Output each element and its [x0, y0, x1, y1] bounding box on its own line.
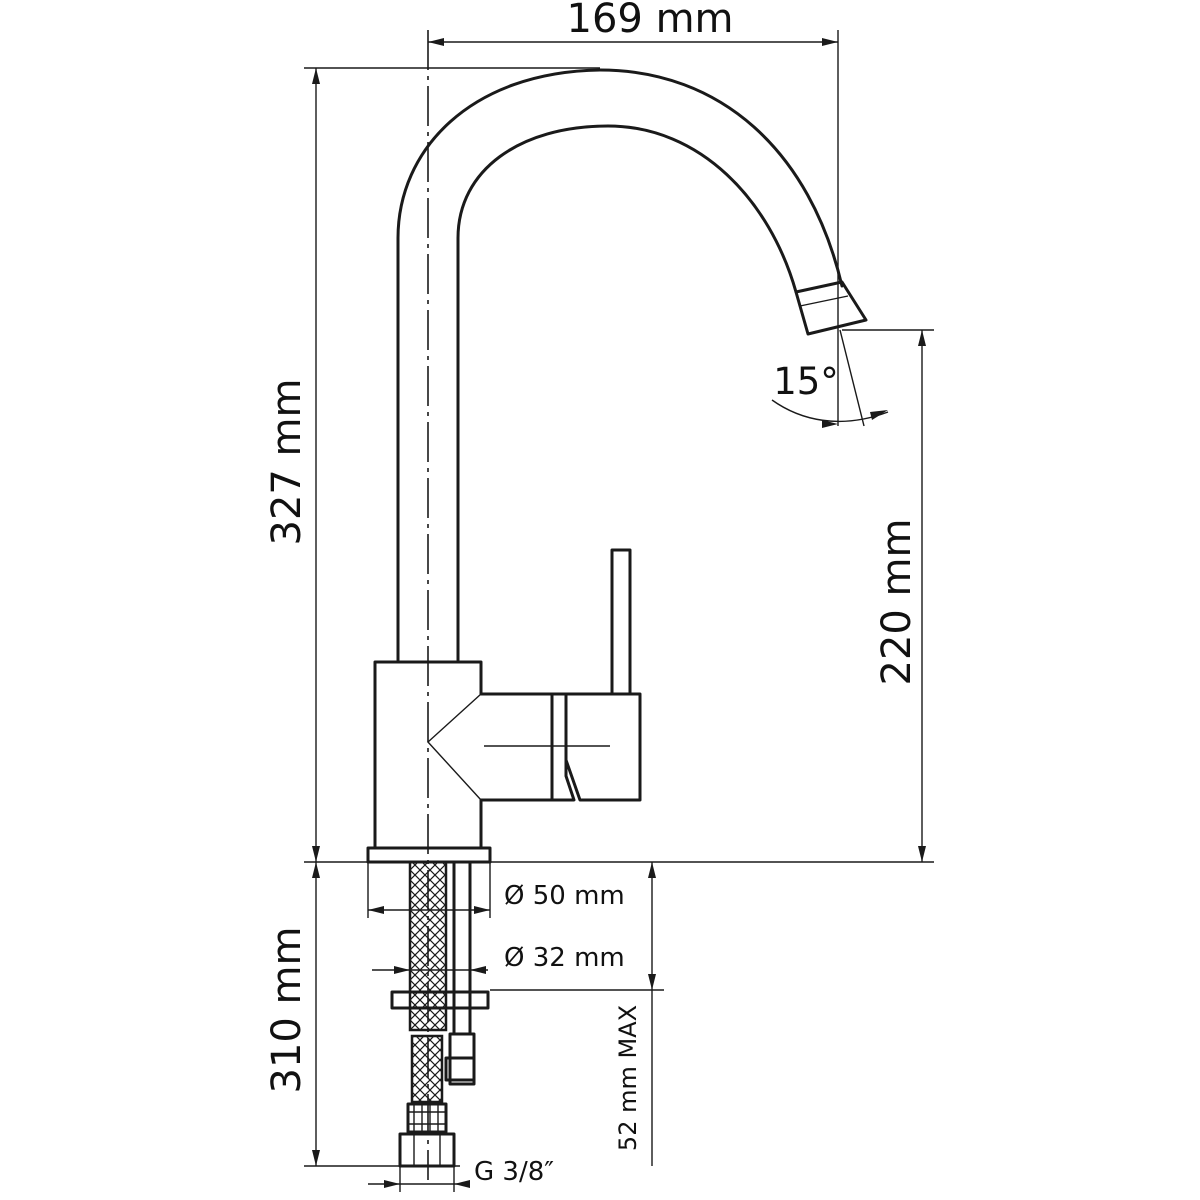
hose-length-label: 310 mm	[264, 927, 310, 1094]
spout-height-label: 220 mm	[874, 519, 920, 686]
width-reach-label: 169 mm	[567, 0, 734, 42]
dimension-lines	[304, 30, 934, 1192]
swivel-angle-label: 15°	[773, 360, 839, 403]
counter-thickness-label: 52 mm MAX	[614, 1005, 642, 1151]
mounting-assembly	[390, 860, 490, 1168]
base-diameter-label: Ø 50 mm	[504, 881, 625, 911]
faucet-outline	[366, 68, 868, 864]
hole-diameter-label: Ø 32 mm	[504, 943, 625, 973]
thread-label: G 3/8″	[474, 1157, 554, 1187]
total-height-label: 327 mm	[264, 379, 310, 546]
